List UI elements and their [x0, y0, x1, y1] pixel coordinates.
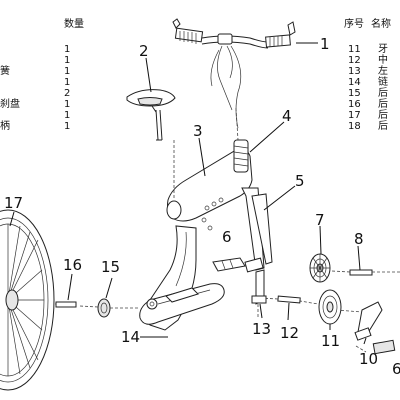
right-table-row: 11 牙 [344, 44, 400, 55]
part-name: 链 [378, 77, 388, 88]
part-name: 簧 [0, 66, 10, 77]
right-table-row: 18 后 [344, 121, 400, 132]
right-table-row: 17 后 [344, 110, 400, 121]
part-name: 中 [378, 55, 388, 66]
part-quantity: 1 [64, 55, 71, 66]
callout-13: 13 [252, 320, 271, 338]
part-name: 后 [378, 110, 388, 121]
callout-17: 17 [4, 194, 23, 212]
left-table-row: 刹盘 1 [0, 99, 95, 110]
callout-7: 7 [315, 211, 325, 229]
chain-guard [139, 283, 225, 325]
serial-number: 12 [348, 55, 361, 66]
right-parts-table: 序号名称 11 牙 12 中 13 左 14 链 15 后 16 后 17 后 18 后 [344, 18, 400, 132]
serial-number: 18 [348, 121, 361, 132]
leader-lines [9, 42, 367, 345]
serial-number: 16 [348, 99, 361, 110]
rear-sprocket [79, 298, 140, 318]
right-table-row: 13 左 [344, 66, 400, 77]
front-axle [331, 269, 400, 276]
left-table-row: 1 [0, 44, 95, 55]
left-table-header: 数量 [64, 19, 84, 30]
chainring [293, 289, 342, 325]
part-name: 柄 [0, 121, 10, 132]
callout-15: 15 [101, 258, 120, 276]
callout-3: 3 [193, 122, 203, 140]
left-crank [251, 269, 267, 318]
handlebar [172, 18, 296, 129]
bottom-bracket-axle [259, 295, 301, 304]
serial-number: 13 [348, 66, 361, 77]
right-table-rows: 11 牙 12 中 13 左 14 链 15 后 16 后 17 后 18 后 [344, 44, 400, 132]
part-quantity: 2 [64, 88, 71, 99]
callout-4: 4 [282, 107, 292, 125]
right-table-row: 12 中 [344, 55, 400, 66]
callout-6-right: 6 [392, 360, 400, 378]
part-name: 后 [378, 88, 388, 99]
brake-block [212, 257, 246, 272]
left-table-row: 2 [0, 88, 95, 99]
right-table-row: 14 链 [344, 77, 400, 88]
part-quantity: 1 [64, 110, 71, 121]
header-serial-no: 序号 [344, 19, 364, 30]
left-table-row: 1 [0, 55, 95, 66]
right-table-row: 15 后 [344, 88, 400, 99]
part-quantity: 1 [64, 66, 71, 77]
part-quantity: 1 [64, 99, 71, 110]
callout-8: 8 [354, 230, 364, 248]
callout-2: 2 [139, 42, 149, 60]
callout-6: 6 [222, 228, 232, 246]
seat [126, 89, 176, 141]
header-part-name: 名称 [371, 19, 391, 30]
left-table-row: 1 [0, 110, 95, 121]
callout-10: 10 [359, 350, 378, 368]
serial-number: 15 [348, 88, 361, 99]
part-quantity: 1 [64, 77, 71, 88]
serial-number: 17 [348, 110, 361, 121]
pedal-crank [335, 301, 396, 355]
part-name: 左 [378, 66, 388, 77]
shock-spring [233, 107, 249, 173]
part-quantity: 1 [64, 121, 71, 132]
serial-number: 14 [348, 77, 361, 88]
callout-5: 5 [295, 172, 305, 190]
part-name: 后 [378, 99, 388, 110]
left-table-row: 1 [0, 77, 95, 88]
part-name: 牙 [378, 44, 388, 55]
front-fork [241, 187, 273, 273]
callout-12: 12 [280, 324, 299, 342]
right-table-header: 序号名称 [344, 18, 400, 32]
part-name: 后 [378, 121, 388, 132]
part-quantity: 1 [64, 44, 71, 55]
callout-labels: 1 2 3 4 5 6 7 8 10 11 12 13 14 15 16 17 … [4, 35, 400, 378]
part-name: 刹盘 [0, 99, 20, 110]
brake-disc [309, 253, 331, 283]
callout-16: 16 [63, 256, 82, 274]
right-table-row: 16 后 [344, 99, 400, 110]
callout-11: 11 [321, 332, 340, 350]
callout-14: 14 [121, 328, 140, 346]
serial-number: 11 [348, 44, 361, 55]
rear-wheel [0, 209, 55, 391]
callout-1: 1 [320, 35, 330, 53]
